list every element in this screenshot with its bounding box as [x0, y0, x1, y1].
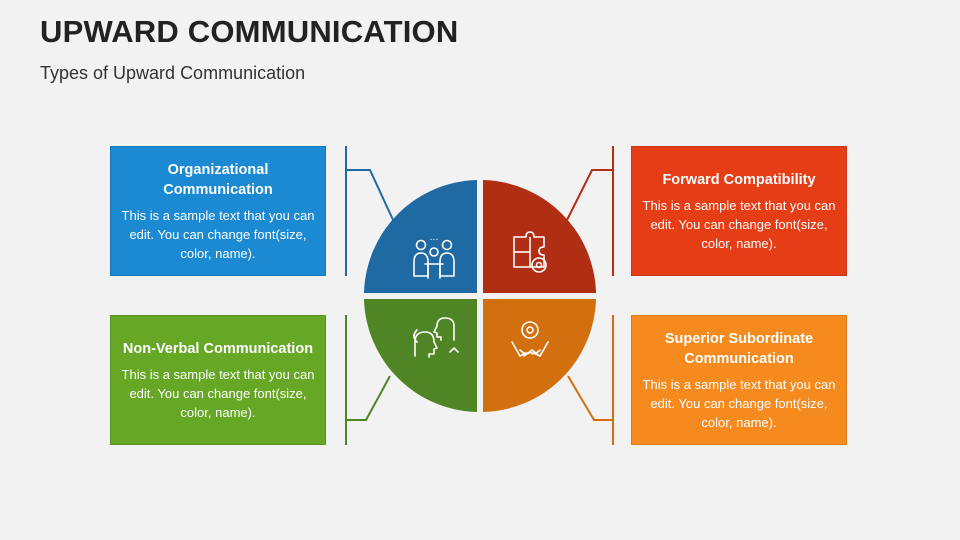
card-organizational-communication: Organizational Communication This is a s…: [110, 146, 326, 276]
card-heading: Forward Compatibility: [662, 171, 816, 188]
card-text: This is a sample text that you can edit.…: [642, 376, 836, 430]
connector-organizational: [345, 146, 395, 276]
page-title: UPWARD COMMUNICATION: [40, 14, 459, 49]
card-text: This is a sample text that you can edit.…: [642, 197, 836, 251]
card-heading: Organizational Communication: [163, 161, 273, 198]
card-text: This is a sample text that you can edit.…: [121, 366, 315, 420]
quadrant-top-left: [364, 180, 477, 293]
card-forward-compatibility: Forward Compatibility This is a sample t…: [631, 146, 847, 276]
svg-text:…: …: [430, 233, 439, 243]
card-heading: Non-Verbal Communication: [122, 340, 314, 357]
faces-dialogue-icon: [413, 317, 459, 358]
card-text: This is a sample text that you can edit.…: [121, 207, 315, 261]
connector-superior: [567, 315, 614, 445]
handshake-gear-icon: [511, 321, 549, 357]
connector-nonverbal: [345, 315, 391, 445]
puzzle-gear-icon: [513, 231, 547, 273]
card-heading: Superior Subordinate Communication: [664, 330, 814, 367]
team-meeting-icon: …: [413, 233, 455, 279]
connector-forward: [565, 146, 614, 276]
card-non-verbal-communication: Non-Verbal Communication This is a sampl…: [110, 315, 326, 445]
page-subtitle: Types of Upward Communication: [40, 63, 306, 83]
card-superior-subordinate-communication: Superior Subordinate Communication This …: [631, 315, 847, 445]
quadrant-bottom-left: [364, 299, 477, 412]
